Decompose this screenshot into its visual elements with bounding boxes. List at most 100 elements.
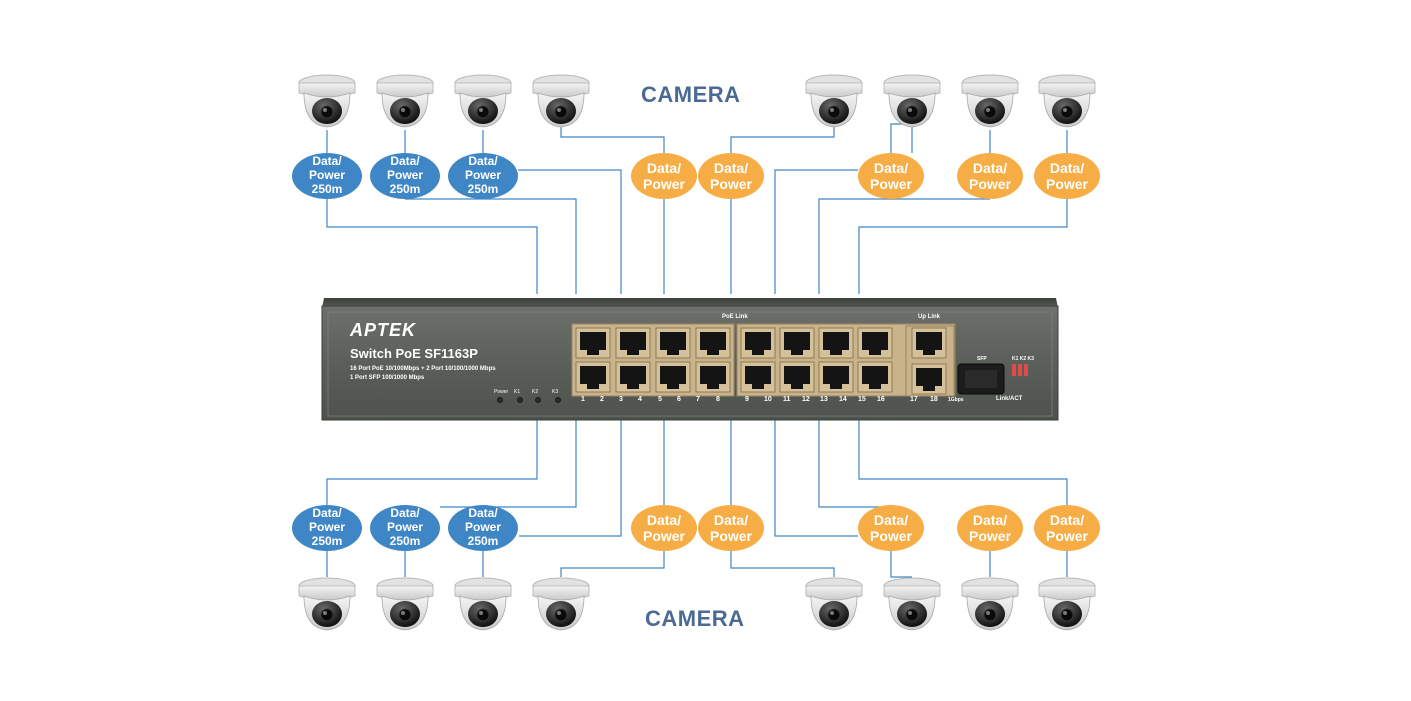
orange-data-power-badge: Data/Power bbox=[698, 505, 764, 551]
wire-top-5 bbox=[518, 169, 622, 294]
port-number-label: 9 bbox=[745, 396, 749, 403]
rj45-port-icon bbox=[857, 361, 893, 393]
port-number-label: 18 bbox=[930, 396, 938, 403]
wire-bottom-11 bbox=[818, 420, 892, 508]
badge-line1: Data/ bbox=[873, 159, 909, 176]
orange-data-power-badge: Data/Power bbox=[957, 505, 1023, 551]
sfp-port-speed-label: 1Gbps bbox=[948, 397, 964, 403]
dome-camera-icon bbox=[376, 74, 434, 128]
badge-line2: Power bbox=[709, 528, 752, 544]
led-label: K1 bbox=[514, 389, 521, 395]
rj45-port-icon bbox=[857, 327, 893, 359]
badge-line1: Data/ bbox=[713, 511, 749, 528]
badge-line2: Power bbox=[869, 528, 912, 544]
port-number-label: 16 bbox=[877, 396, 885, 403]
wire-bottom-7 bbox=[560, 551, 665, 577]
badge-line1: Data/ bbox=[390, 506, 420, 521]
port-number-label: 8 bbox=[716, 396, 720, 403]
wire-bottom-0 bbox=[326, 420, 538, 505]
badge-line1: Data/ bbox=[646, 511, 682, 528]
badge-line1: Data/ bbox=[468, 506, 498, 521]
badge-line3: 250m bbox=[389, 533, 421, 548]
status-led bbox=[497, 397, 503, 403]
rj45-port-icon bbox=[911, 327, 947, 359]
port-number-label: 13 bbox=[820, 396, 828, 403]
badge-line2: Power bbox=[642, 528, 685, 544]
orange-data-power-badge: Data/Power bbox=[698, 153, 764, 199]
port-number-label: 14 bbox=[839, 396, 847, 403]
rj45-port-icon bbox=[740, 327, 776, 359]
wire-bottom-1 bbox=[440, 420, 577, 508]
switch-spec-line1: 16 Port PoE 10/100Mbps + 2 Port 10/100/1… bbox=[350, 366, 496, 372]
led-label: K3 bbox=[552, 389, 559, 395]
rj45-port-icon bbox=[740, 361, 776, 393]
badge-line3: 250m bbox=[467, 533, 499, 548]
wire-top-8 bbox=[730, 124, 835, 153]
badge-line1: Data/ bbox=[312, 154, 342, 169]
wire-top-15 bbox=[858, 199, 1068, 294]
orange-data-power-badge: Data/Power bbox=[1034, 153, 1100, 199]
badge-line3: 250m bbox=[311, 181, 343, 196]
rj45-port-icon bbox=[575, 327, 611, 359]
port-number-label: 15 bbox=[858, 396, 866, 403]
camera-title-bottom: CAMERA bbox=[645, 606, 745, 631]
wire-bottom-10 bbox=[774, 420, 858, 537]
rj45-port-icon bbox=[818, 361, 854, 393]
dome-camera-icon bbox=[805, 577, 863, 631]
badge-line2: Power bbox=[464, 168, 501, 183]
port-number-label: 12 bbox=[802, 396, 810, 403]
orange-data-power-badge: Data/Power bbox=[858, 153, 924, 199]
led-label: Power bbox=[494, 389, 509, 395]
dome-camera-icon bbox=[1038, 577, 1096, 631]
switch-spec-line2: 1 Port SFP 100/1000 Mbps bbox=[350, 375, 425, 381]
badge-line2: Power bbox=[869, 176, 912, 192]
led-label: K2 bbox=[532, 389, 539, 395]
port-number-label: 2 bbox=[600, 396, 604, 403]
badge-line2: Power bbox=[308, 520, 345, 535]
dome-camera-icon bbox=[454, 74, 512, 128]
orange-data-power-badge: Data/Power bbox=[631, 153, 697, 199]
badge-line1: Data/ bbox=[713, 159, 749, 176]
badge-line1: Data/ bbox=[1049, 511, 1085, 528]
rj45-port-icon bbox=[575, 361, 611, 393]
rj45-port-icon bbox=[911, 363, 947, 395]
dome-camera-icon bbox=[883, 577, 941, 631]
dome-camera-icon bbox=[298, 74, 356, 128]
rj45-port-icon bbox=[695, 327, 731, 359]
badge-line1: Data/ bbox=[972, 511, 1008, 528]
rj45-port-icon bbox=[655, 327, 691, 359]
orange-data-power-badge: Data/Power bbox=[858, 505, 924, 551]
badge-line1: Data/ bbox=[312, 506, 342, 521]
dome-camera-icon bbox=[805, 74, 863, 128]
badge-line1: Data/ bbox=[873, 511, 909, 528]
badge-line1: Data/ bbox=[468, 154, 498, 169]
dome-camera-icon bbox=[961, 74, 1019, 128]
wire-bottom-12 bbox=[890, 551, 912, 578]
wire-top-11 bbox=[774, 169, 858, 294]
badge-line2: Power bbox=[642, 176, 685, 192]
orange-data-power-badge: Data/Power bbox=[957, 153, 1023, 199]
port-number-label: 10 bbox=[764, 396, 772, 403]
wire-bottom-13 bbox=[858, 420, 1068, 505]
uplink-label: Up Link bbox=[918, 314, 940, 320]
wire-top-4 bbox=[405, 198, 577, 294]
badge-line1: Data/ bbox=[390, 154, 420, 169]
rj45-port-icon bbox=[695, 361, 731, 393]
dip-switch-label: K1 K2 K3 bbox=[1012, 356, 1034, 362]
switch-model: Switch PoE SF1163P bbox=[350, 346, 478, 361]
badge-line2: Power bbox=[709, 176, 752, 192]
badge-line2: Power bbox=[968, 176, 1011, 192]
badge-line2: Power bbox=[308, 168, 345, 183]
switch-brand-logo: APTEK bbox=[350, 320, 417, 340]
badge-line3: 250m bbox=[311, 533, 343, 548]
dome-camera-icon bbox=[376, 577, 434, 631]
wire-top-3 bbox=[326, 199, 538, 294]
badge-line2: Power bbox=[386, 520, 423, 535]
poe-switch bbox=[321, 298, 1059, 421]
poe-link-label: PoE Link bbox=[722, 314, 748, 320]
port-number-label: 4 bbox=[638, 396, 642, 403]
status-led bbox=[517, 397, 523, 403]
